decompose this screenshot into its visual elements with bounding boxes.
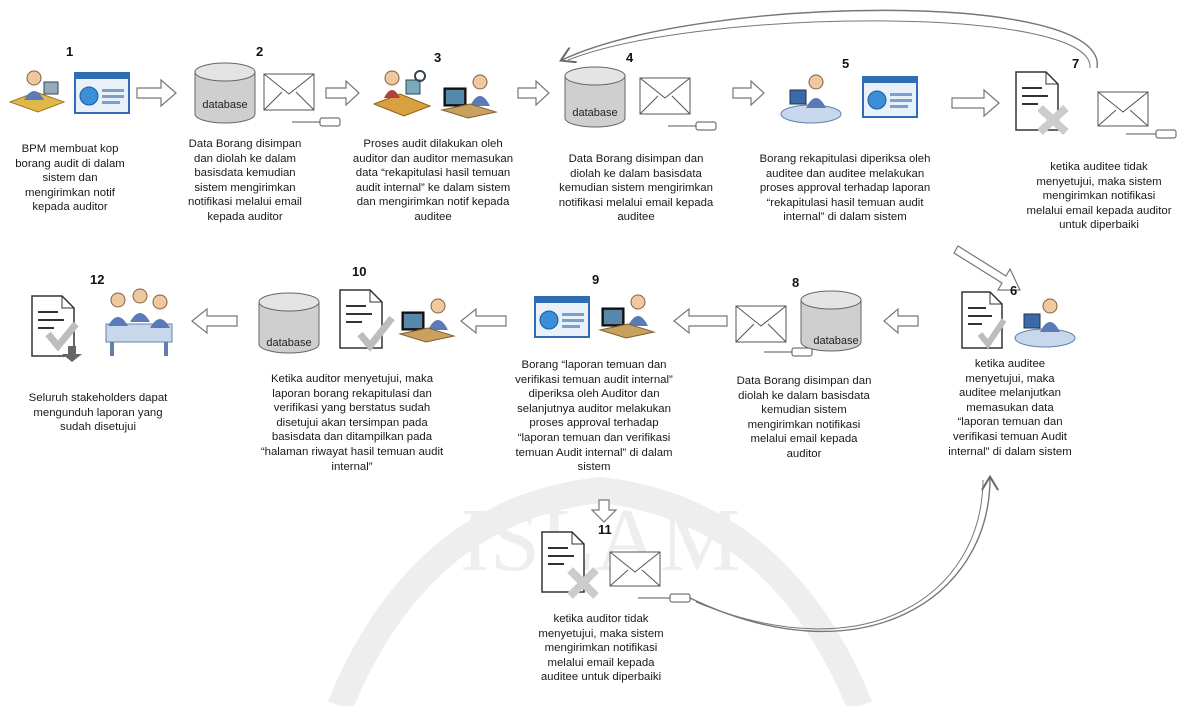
block-arrow-5-7: [951, 88, 1000, 118]
step-10-caption: Ketika auditor menyetujui, maka laporan …: [260, 373, 444, 473]
step-1-number: 1: [66, 44, 74, 59]
step-10-number: 10: [352, 264, 367, 279]
step-5-number: 5: [842, 56, 850, 71]
user-workstation-icon-2: [598, 294, 656, 339]
auditor-inspect-icon: [372, 70, 432, 117]
database-icon-4: database: [258, 292, 320, 354]
step-8-number: 8: [792, 275, 800, 290]
step-9-number: 9: [592, 272, 600, 287]
email-icon-2: [639, 77, 717, 131]
database-label: database: [266, 337, 311, 349]
database-icon-2: database: [564, 66, 626, 128]
block-arrow-5-6: [953, 245, 1021, 291]
step-3-caption: Proses audit dilakukan oleh auditor dan …: [352, 138, 514, 223]
step-2-number: 2: [256, 44, 264, 59]
approval-user-icon-2: [1014, 298, 1076, 348]
database-icon: database: [194, 62, 256, 124]
database-label: database: [202, 99, 247, 111]
block-arrow-3-4: [517, 79, 550, 107]
step-9-caption: Borang “laporan temuan dan verifikasi te…: [515, 359, 673, 474]
step-6-number: 6: [1010, 283, 1018, 298]
database-icon-3: database: [800, 290, 862, 352]
user-computer-icon: [8, 70, 66, 113]
email-icon-5: [609, 551, 691, 603]
user-workstation-icon-3: [398, 298, 456, 343]
browser-window-icon-3: [534, 296, 590, 338]
step-7-number: 7: [1072, 56, 1080, 71]
step-4-caption: Data Borang disimpan dan diolah ke dalam…: [558, 153, 714, 224]
document-rejected-icon-2: [541, 531, 599, 599]
step-12-caption: Seluruh stakeholders dapat mengunduh lap…: [28, 392, 168, 434]
step-1-caption: BPM membuat kop borang audit di dalam si…: [15, 143, 125, 214]
step-8-caption: Data Borang disimpan dan diolah ke dalam…: [736, 375, 872, 460]
browser-window-icon: [74, 72, 130, 114]
block-arrow-9-11: [590, 499, 618, 523]
block-arrow-10-12: [191, 307, 238, 335]
database-label: database: [572, 107, 617, 119]
step-2-caption: Data Borang disimpan dan diolah ke dalam…: [188, 138, 302, 223]
document-rejected-icon: [1015, 71, 1069, 135]
block-arrow-6-8: [883, 307, 919, 335]
document-approved-icon-2: [339, 289, 395, 352]
email-icon: [263, 73, 341, 127]
step-3-number: 3: [434, 50, 442, 65]
block-arrow-8-9: [673, 307, 728, 335]
step-6-caption: ketika auditee menyetujui, maka auditee …: [948, 358, 1072, 458]
block-arrow-9-10: [460, 307, 507, 335]
user-workstation-icon: [440, 74, 498, 119]
stakeholders-meeting-icon: [105, 288, 173, 356]
block-arrow-4-5: [732, 79, 765, 107]
step-11-number: 11: [598, 522, 612, 537]
step-4-number: 4: [626, 50, 634, 65]
step-11-caption: ketika auditor tidak menyetujui, maka si…: [538, 613, 664, 684]
step-12-number: 12: [90, 272, 105, 287]
approval-user-icon: [780, 74, 842, 124]
step-5-caption: Borang rekapitulasi diperiksa oleh audit…: [759, 153, 931, 224]
email-icon-4: [735, 305, 813, 357]
curved-arrow-11-6: [689, 478, 990, 633]
block-arrow-2-3: [325, 79, 360, 107]
email-icon-3: [1097, 91, 1177, 139]
step-7-caption: ketika auditee tidak menyetujui, maka si…: [1026, 161, 1172, 232]
database-label: database: [813, 335, 858, 347]
curved-arrow-7-4: [562, 9, 1098, 69]
block-arrow-1-2: [136, 78, 177, 108]
document-download-icon: [31, 295, 82, 362]
document-approved-icon: [961, 291, 1006, 350]
browser-window-icon-2: [862, 76, 918, 118]
